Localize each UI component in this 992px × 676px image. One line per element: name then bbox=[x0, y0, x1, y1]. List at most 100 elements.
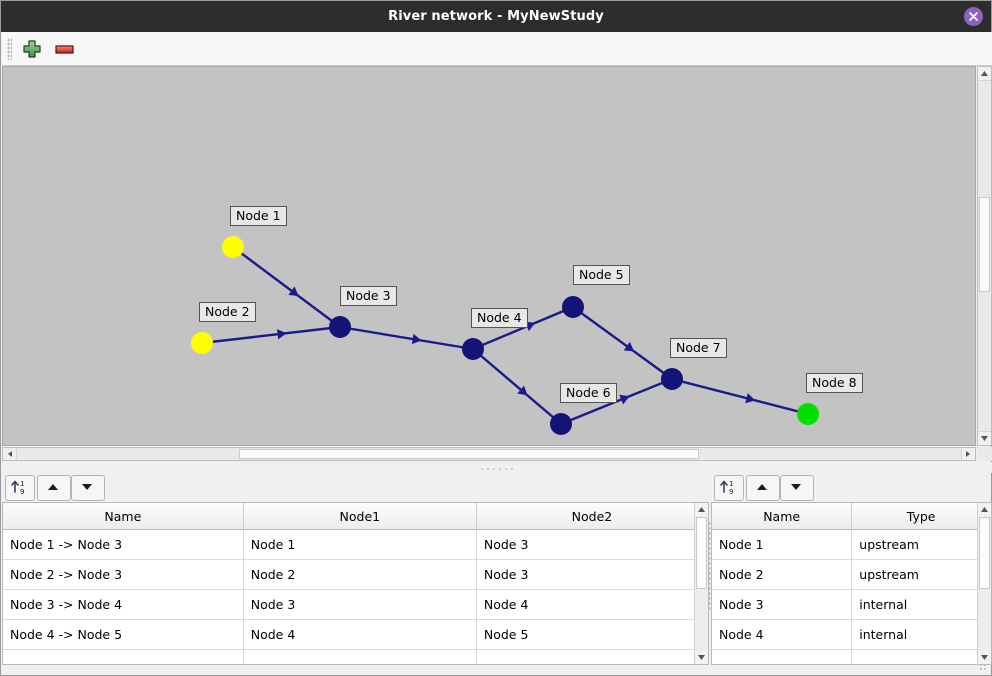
node-label[interactable]: Node 4 bbox=[471, 308, 528, 328]
node-col-name[interactable]: Name bbox=[712, 503, 853, 530]
scroll-left-icon[interactable] bbox=[3, 448, 17, 460]
network-node[interactable] bbox=[550, 413, 572, 435]
branch-cell-name[interactable]: Node 2 -> Node 3 bbox=[3, 559, 244, 590]
network-canvas-area: Node 1 Node 2 Node 3 Node 4 Node 5 Node 6 Node… bbox=[2, 66, 992, 462]
toolbar-grip[interactable] bbox=[7, 38, 12, 60]
node-scroll-up-icon[interactable] bbox=[978, 503, 991, 516]
node-scroll-down-icon[interactable] bbox=[978, 651, 991, 664]
vertical-splitter-grip[interactable] bbox=[708, 521, 711, 611]
edge[interactable] bbox=[339, 325, 474, 351]
branch-cell-empty[interactable] bbox=[476, 649, 708, 664]
node-cell-type[interactable]: internal bbox=[851, 589, 991, 620]
scroll-down-icon[interactable] bbox=[978, 431, 991, 445]
node-label[interactable]: Node 1 bbox=[230, 206, 287, 226]
delete-node-button[interactable] bbox=[52, 37, 78, 61]
edge-arrow-icon bbox=[288, 286, 299, 297]
node-table-scrollbar[interactable] bbox=[977, 503, 991, 664]
edge[interactable] bbox=[472, 348, 562, 425]
scroll-right-icon[interactable] bbox=[961, 448, 975, 460]
branch-move-down-button[interactable] bbox=[71, 475, 105, 501]
edge[interactable] bbox=[572, 306, 673, 380]
branch-cell-empty[interactable] bbox=[243, 649, 477, 664]
node-move-down-button[interactable] bbox=[780, 475, 814, 501]
branch-cell-node2[interactable]: Node 4 bbox=[476, 589, 708, 620]
branch-cell-node2[interactable]: Node 5 bbox=[476, 619, 708, 650]
node-col-type[interactable]: Type bbox=[851, 503, 991, 530]
branch-cell-name[interactable]: Node 1 -> Node 3 bbox=[3, 529, 244, 560]
node-move-up-button[interactable] bbox=[746, 475, 780, 501]
node-cell-type[interactable]: upstream bbox=[851, 559, 991, 590]
node-cell-type[interactable]: upstream bbox=[851, 529, 991, 560]
network-node[interactable] bbox=[797, 403, 819, 425]
canvas-vertical-scrollbar[interactable] bbox=[977, 66, 992, 446]
branch-scroll-down-icon[interactable] bbox=[695, 651, 708, 664]
main-toolbar bbox=[2, 32, 992, 66]
table-row-empty[interactable] bbox=[3, 649, 708, 664]
node-cell-name[interactable]: Node 2 bbox=[712, 559, 853, 590]
branch-cell-name[interactable]: Node 3 -> Node 4 bbox=[3, 589, 244, 620]
window-resize-grip[interactable] bbox=[979, 663, 988, 672]
node-label[interactable]: Node 5 bbox=[573, 265, 630, 285]
node-label[interactable]: Node 8 bbox=[806, 373, 863, 393]
network-node[interactable] bbox=[191, 332, 213, 354]
node-label[interactable]: Node 3 bbox=[340, 286, 397, 306]
branch-move-up-button[interactable] bbox=[37, 475, 71, 501]
edge[interactable] bbox=[201, 325, 341, 345]
branch-sort-button[interactable]: 1 9 bbox=[5, 475, 35, 501]
table-row-empty[interactable] bbox=[712, 649, 991, 664]
branch-cell-empty[interactable] bbox=[3, 649, 244, 664]
river-network-diagram[interactable]: Node 1 Node 2 Node 3 Node 4 Node 5 Node 6 Node… bbox=[2, 66, 976, 446]
branch-table-scrollbar[interactable] bbox=[694, 503, 708, 664]
edge[interactable] bbox=[671, 377, 809, 416]
branch-col-node2[interactable]: Node2 bbox=[476, 503, 708, 530]
branch-col-node1[interactable]: Node1 bbox=[243, 503, 477, 530]
node-sort-button[interactable]: 1 9 bbox=[714, 475, 744, 501]
branch-cell-node1[interactable]: Node 2 bbox=[243, 559, 477, 590]
node-cell-type[interactable]: internal bbox=[851, 619, 991, 650]
branch-cell-name[interactable]: Node 4 -> Node 5 bbox=[3, 619, 244, 650]
network-node[interactable] bbox=[329, 316, 351, 338]
canvas-hscroll-thumb[interactable] bbox=[239, 449, 699, 459]
node-cell-name[interactable]: Node 1 bbox=[712, 529, 853, 560]
branch-scroll-thumb[interactable] bbox=[696, 517, 707, 589]
node-cell-name[interactable]: Node 4 bbox=[712, 619, 853, 650]
node-scroll-thumb[interactable] bbox=[979, 517, 990, 589]
edge-arrow-icon bbox=[619, 394, 630, 405]
node-label[interactable]: Node 6 bbox=[560, 383, 617, 403]
node-cell-empty[interactable] bbox=[851, 649, 991, 664]
network-node[interactable] bbox=[462, 338, 484, 360]
canvas-vscroll-thumb[interactable] bbox=[979, 197, 990, 292]
node-label[interactable]: Node 2 bbox=[199, 302, 256, 322]
close-icon[interactable] bbox=[964, 7, 983, 26]
branch-cell-node2[interactable]: Node 3 bbox=[476, 559, 708, 590]
network-node[interactable] bbox=[661, 368, 683, 390]
network-node[interactable] bbox=[222, 236, 244, 258]
scroll-up-icon[interactable] bbox=[978, 67, 991, 81]
branch-cell-node1[interactable]: Node 1 bbox=[243, 529, 477, 560]
branch-col-name[interactable]: Name bbox=[3, 503, 244, 530]
node-cell-name[interactable]: Node 3 bbox=[712, 589, 853, 620]
node-label[interactable]: Node 7 bbox=[670, 338, 727, 358]
branch-cell-node1[interactable]: Node 4 bbox=[243, 619, 477, 650]
branch-cell-node1[interactable]: Node 3 bbox=[243, 589, 477, 620]
horizontal-splitter[interactable] bbox=[2, 462, 992, 473]
add-node-button[interactable] bbox=[20, 37, 46, 61]
node-cell-empty[interactable] bbox=[712, 649, 853, 664]
branch-scroll-up-icon[interactable] bbox=[695, 503, 708, 516]
edge[interactable] bbox=[232, 246, 341, 328]
canvas-horizontal-scrollbar[interactable] bbox=[2, 447, 976, 461]
svg-text:9: 9 bbox=[729, 488, 733, 496]
branch-cell-node2[interactable]: Node 3 bbox=[476, 529, 708, 560]
network-node[interactable] bbox=[562, 296, 584, 318]
svg-text:1: 1 bbox=[729, 480, 733, 488]
